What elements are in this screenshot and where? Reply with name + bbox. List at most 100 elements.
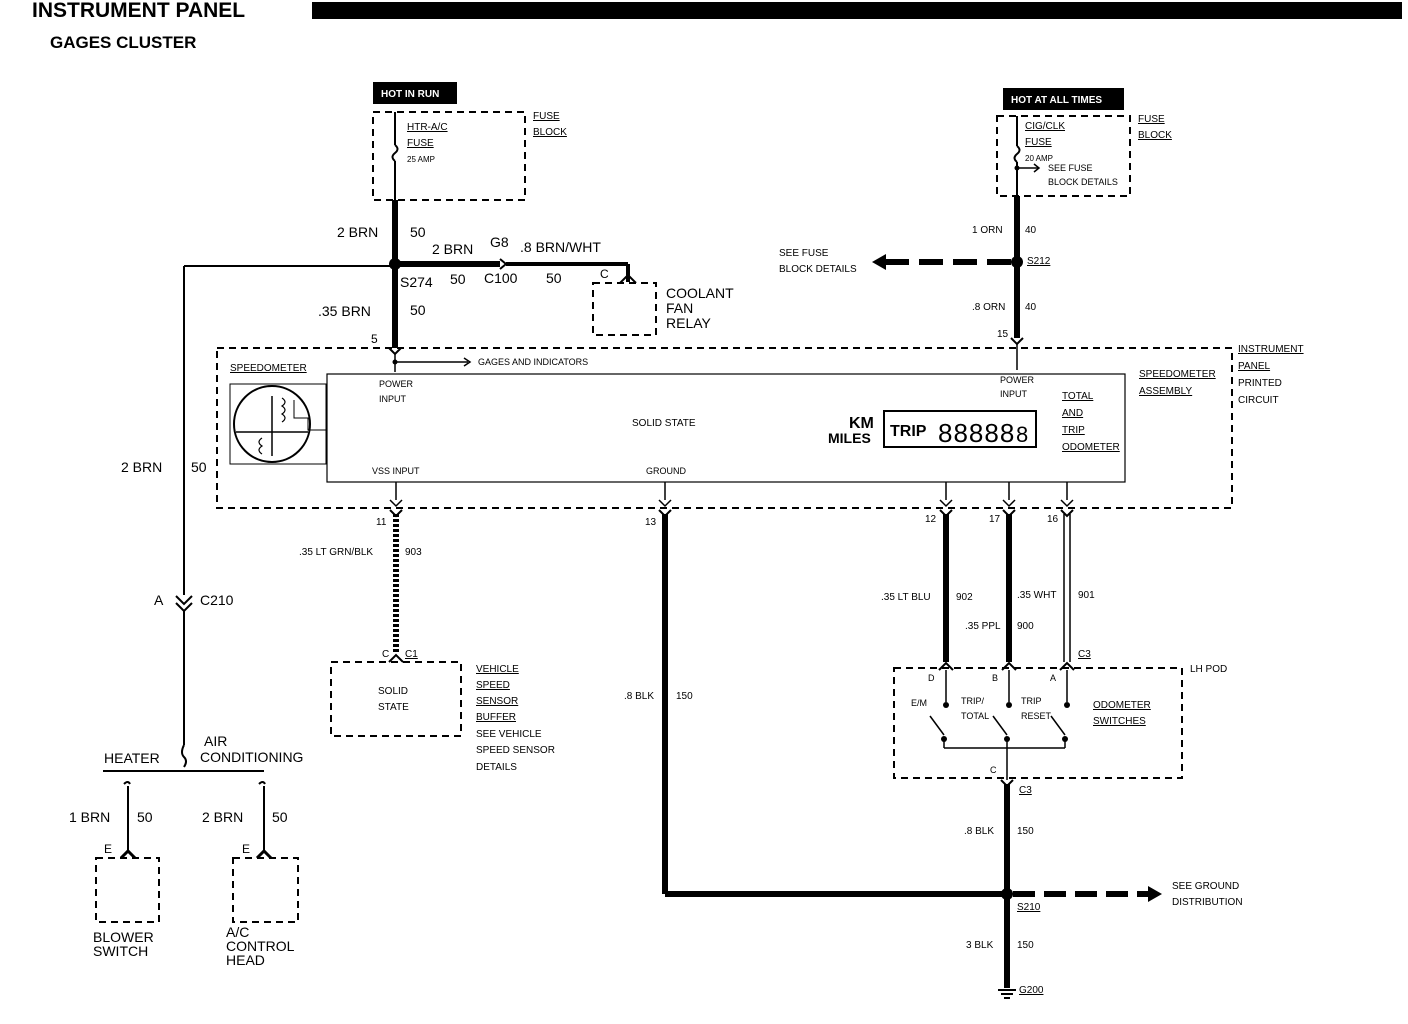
connector-c100-label: C100 xyxy=(484,270,518,286)
fuse-block-right: HOT AT ALL TIMES CIG/CLK FUSE 20 AMP SEE… xyxy=(996,88,1172,197)
wire-label-50-c100: 50 xyxy=(546,270,562,286)
ipc-label-2: PANEL xyxy=(1238,361,1270,372)
miles-label: MILES xyxy=(828,430,871,446)
ac-pin-e: E xyxy=(242,842,250,856)
fuse-cig-clk-rating: 20 AMP xyxy=(1025,154,1053,163)
arrow-left-icon xyxy=(872,254,886,270)
switch-trip-reset-icon xyxy=(1050,715,1066,736)
coolant-fan-relay: C COOLANT FAN RELAY xyxy=(592,267,734,336)
connector-c3-bottom: C3 xyxy=(1019,785,1032,796)
odometer-decimal: 8 xyxy=(1016,422,1028,447)
wire-label-900: 900 xyxy=(1017,621,1034,632)
pin-5-label: 5 xyxy=(371,332,378,346)
power-input-left-1: POWER xyxy=(379,379,414,389)
wire-label-8blk-mid: .8 BLK xyxy=(624,691,654,702)
instrument-panel-circuit-outline xyxy=(216,347,1233,509)
gages-indicators-label: GAGES AND INDICATORS xyxy=(478,357,588,367)
air-conditioning-label-1: AIR xyxy=(204,733,227,749)
ac-label-1: A/C xyxy=(226,924,249,940)
blower-switch-label-2: SWITCH xyxy=(93,943,148,959)
splice-s212-label: S212 xyxy=(1027,256,1051,267)
odometer-digits: 88888 xyxy=(938,418,1015,448)
vehicle-speed-sensor-buffer: C C1 SOLID STATE VEHICLE SPEED SENSOR BU… xyxy=(330,649,555,773)
switch-em-icon xyxy=(929,715,945,736)
splice-s212 xyxy=(1011,256,1023,268)
hot-in-run-badge xyxy=(373,82,457,104)
vss-label-7: DETAILS xyxy=(476,762,517,773)
ac-label-3: HEAD xyxy=(226,952,265,968)
wire-label-902: 902 xyxy=(956,592,973,603)
trip-reset-label-2: RESET xyxy=(1021,711,1052,721)
lh-pod-outline xyxy=(893,667,1183,779)
wire-label-150-mid: 150 xyxy=(676,691,693,702)
wire-label-wht: .35 WHT xyxy=(1017,590,1056,601)
ac-control-head: 2 BRN 50 E A/C CONTROL HEAD xyxy=(202,781,299,968)
ground-symbol-icon xyxy=(998,989,1016,999)
pod-pin-a: A xyxy=(1050,673,1056,683)
wire-label-901: 901 xyxy=(1078,590,1095,601)
power-input-left-2: INPUT xyxy=(379,394,407,404)
relay-pin-c: C xyxy=(600,267,609,281)
wire-label-1orn: 1 ORN xyxy=(972,225,1003,236)
wire-label-50: 50 xyxy=(410,224,426,240)
fuse-block-left-label-2: BLOCK xyxy=(533,127,567,138)
fuse-cig-clk-word: FUSE xyxy=(1025,137,1052,148)
connector-c210-label: C210 xyxy=(200,592,234,608)
blower-switch: 1 BRN 50 E BLOWER SWITCH xyxy=(69,781,160,959)
cluster-connectors xyxy=(389,482,1074,508)
total-label-3: TRIP xyxy=(1062,425,1085,436)
ground-label: GROUND xyxy=(646,466,686,476)
pod-pin-c: C xyxy=(990,765,997,775)
trip-reset-label-1: TRIP xyxy=(1021,696,1042,706)
wire-label-2brn: 2 BRN xyxy=(337,224,378,240)
power-input-right-2: INPUT xyxy=(1000,389,1028,399)
odometer-switches-label-1: ODOMETER xyxy=(1093,700,1151,711)
wire-label-lt-grn-blk: .35 LT GRN/BLK xyxy=(299,547,373,558)
ac-control-outline xyxy=(232,857,299,923)
ref-fuse-details-2: BLOCK DETAILS xyxy=(779,264,857,275)
fuse-symbol-right-icon xyxy=(1013,145,1021,163)
wire-label-3blk: 3 BLK xyxy=(966,940,994,951)
hvac-split-icon xyxy=(181,744,187,768)
wire-label-150-bot: 150 xyxy=(1017,940,1034,951)
hot-at-all-times-badge xyxy=(1003,88,1124,110)
wire-label-50-35brn: 50 xyxy=(410,302,426,318)
page-subtitle: GAGES CLUSTER xyxy=(50,33,196,52)
wire-label-50-ac: 50 xyxy=(272,809,288,825)
coolant-relay-label-2: FAN xyxy=(666,300,693,316)
pin-17-label: 17 xyxy=(989,514,1001,525)
fuse-block-right-outline xyxy=(996,115,1131,197)
total-label-2: AND xyxy=(1062,408,1083,419)
fuse-htr-ac-word: FUSE xyxy=(407,138,434,149)
pod-pin-b: B xyxy=(992,673,998,683)
pin-13-label: 13 xyxy=(645,517,657,528)
wire-label-8blk-low: .8 BLK xyxy=(964,826,994,837)
wire-label-lt-blu: .35 LT BLU xyxy=(881,592,931,603)
vss-state-label: STATE xyxy=(378,702,409,713)
wire-label-40-bot: 40 xyxy=(1025,302,1037,313)
fuse-block-right-label-2: BLOCK xyxy=(1138,130,1172,141)
pin-16-label: 16 xyxy=(1047,514,1059,525)
wire-label-8orn: .8 ORN xyxy=(972,302,1005,313)
connector-c3-top: C3 xyxy=(1078,649,1091,660)
speedometer-label: SPEEDOMETER xyxy=(230,363,307,374)
wire-label-50-s274: 50 xyxy=(450,271,466,287)
splice-s274-label: S274 xyxy=(400,274,433,290)
vss-connector-c1: C1 xyxy=(405,649,418,660)
power-input-right-1: POWER xyxy=(1000,375,1035,385)
assembly-label-1: SPEEDOMETER xyxy=(1139,369,1216,380)
wire-label-ppl: .35 PPL xyxy=(965,621,1001,632)
pin-15-label: 15 xyxy=(997,329,1009,340)
wire-label-g8: G8 xyxy=(490,234,509,250)
coolant-relay-label-3: RELAY xyxy=(666,315,712,331)
fuse-symbol-icon xyxy=(391,144,399,162)
wire-label-2brn-mid: 2 BRN xyxy=(432,241,473,257)
fuse-block-left: HOT IN RUN HTR-A/C FUSE 25 AMP FUSE BLOC… xyxy=(372,82,567,201)
em-label: E/M xyxy=(911,698,927,708)
pod-pin-d: D xyxy=(928,673,935,683)
coolant-relay-outline xyxy=(592,282,657,336)
solid-state-label: SOLID STATE xyxy=(632,418,696,429)
total-label-1: TOTAL xyxy=(1062,391,1094,402)
ipc-label-4: CIRCUIT xyxy=(1238,395,1279,406)
wire-label-50-left: 50 xyxy=(191,459,207,475)
